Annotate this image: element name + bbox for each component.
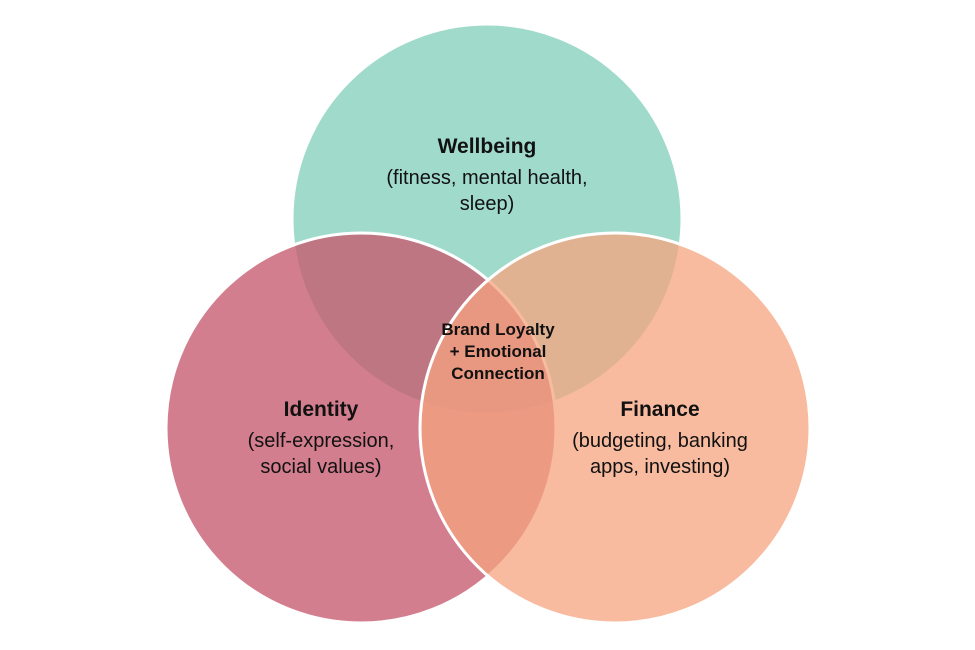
finance-label: Finance (budgeting, banking apps, invest… — [545, 396, 775, 480]
finance-circle — [418, 231, 812, 625]
identity-description-line-1: (self-expression, — [247, 430, 395, 452]
wellbeing-description-line-2: sleep) — [459, 193, 515, 215]
wellbeing-description-line-1: (fitness, mental health, — [386, 167, 588, 189]
identity-description-line-2: social values) — [260, 456, 382, 478]
finance-title: Finance — [620, 398, 700, 421]
identity-label: Identity (self-expression, social values… — [206, 396, 436, 480]
center-label-line-2: + Emotional — [449, 342, 547, 361]
center-label-line-1: Brand Loyalty — [441, 320, 555, 339]
wellbeing-title: Wellbeing — [437, 135, 537, 158]
finance-description-line-2: apps, investing) — [589, 456, 731, 478]
center-label-line-3: Connection — [451, 364, 545, 383]
identity-title: Identity — [283, 398, 359, 421]
center-intersection-label: Brand Loyalty + Emotional Connection — [418, 319, 578, 385]
finance-description-line-1: (budgeting, banking — [572, 430, 748, 452]
wellbeing-label: Wellbeing (fitness, mental health, sleep… — [352, 133, 622, 217]
